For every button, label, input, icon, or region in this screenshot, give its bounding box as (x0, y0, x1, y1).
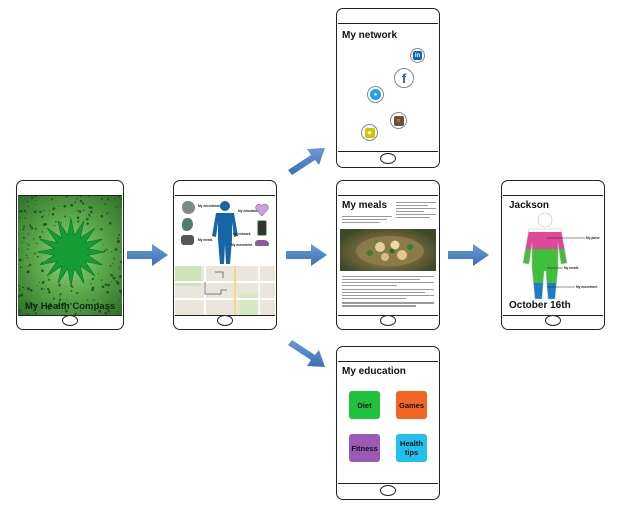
profile-meals-label: My meals (564, 266, 579, 270)
profile-date: October 16th (509, 300, 571, 311)
profile-movement-label: My movement (576, 285, 598, 289)
arrow-dashboard-to-network (288, 148, 325, 175)
compass-star-icon (36, 217, 106, 287)
phone-education: My education Diet Games Fitness Health t… (336, 346, 440, 500)
linkedin-icon[interactable]: in (410, 48, 425, 63)
home-button[interactable] (62, 315, 78, 326)
recipe-text-left (342, 214, 392, 225)
heart-icon[interactable] (255, 203, 269, 217)
phone-profile: Jackson My pulse (501, 180, 605, 330)
home-button[interactable] (217, 315, 233, 326)
microbiome-label: My microbiome (198, 204, 222, 208)
speckle-texture (18, 196, 122, 315)
education-screen[interactable]: My education Diet Games Fitness Health t… (338, 361, 438, 484)
education-label: My education (238, 209, 259, 213)
mobile-icon[interactable] (257, 220, 267, 236)
diet-button[interactable]: Diet (349, 391, 380, 419)
meal-photo-detail (356, 236, 424, 266)
map-view[interactable] (175, 266, 275, 315)
recipe-instructions (342, 274, 434, 308)
map-roads (175, 266, 275, 315)
network-label: My network (233, 232, 251, 236)
network-screen[interactable]: My network in f ● ○ ◆ (338, 23, 438, 152)
education-title: My education (342, 366, 406, 377)
recipe-text-right (396, 200, 436, 220)
phone-network: My network in f ● ○ ◆ (336, 8, 440, 168)
home-button[interactable] (380, 153, 396, 164)
pointer-lines (547, 237, 585, 288)
compass-screen[interactable]: My Health Compass (18, 195, 122, 316)
instagram-icon[interactable]: ○ (390, 112, 407, 129)
stomach-icon[interactable] (182, 218, 193, 231)
dashboard-screen[interactable]: My microbiome My meals My education My n… (175, 195, 275, 316)
facebook-icon[interactable]: f (394, 68, 414, 88)
phone-meals: My meals (336, 180, 440, 330)
shoes-icon[interactable] (255, 240, 269, 246)
phone-dashboard: My microbiome My meals My education My n… (173, 180, 277, 330)
pulse-label: My pulse (586, 236, 600, 240)
arrow-profile-in (448, 244, 489, 266)
home-button[interactable] (380, 315, 396, 326)
health-tips-button[interactable]: Health tips (396, 434, 427, 462)
home-button[interactable] (545, 315, 561, 326)
twitter-icon[interactable]: ● (367, 86, 384, 103)
meal-photo[interactable] (340, 229, 436, 271)
arrow-compass-to-dashboard (127, 244, 168, 266)
body-silhouette-icon (212, 201, 238, 264)
home-button[interactable] (380, 485, 396, 496)
arrow-dashboard-to-education (288, 340, 325, 367)
profile-name: Jackson (509, 200, 550, 211)
phone-compass: My Health Compass (16, 180, 124, 330)
network-title: My network (342, 30, 398, 41)
arrow-dashboard-to-meals (286, 244, 327, 266)
games-button[interactable]: Games (396, 391, 427, 419)
meals-screen[interactable]: My meals (338, 195, 438, 316)
meals-label: My meals (198, 238, 213, 242)
meals-title: My meals (342, 200, 388, 211)
fitness-button[interactable]: Fitness (349, 434, 380, 462)
movement-label: My movement (231, 243, 253, 247)
profile-screen[interactable]: Jackson My pulse (503, 195, 603, 316)
meals-icon[interactable] (181, 235, 194, 245)
snapchat-icon[interactable]: ◆ (361, 124, 378, 141)
microbiome-icon[interactable] (182, 201, 195, 214)
compass-title: My Health Compass (24, 301, 116, 312)
